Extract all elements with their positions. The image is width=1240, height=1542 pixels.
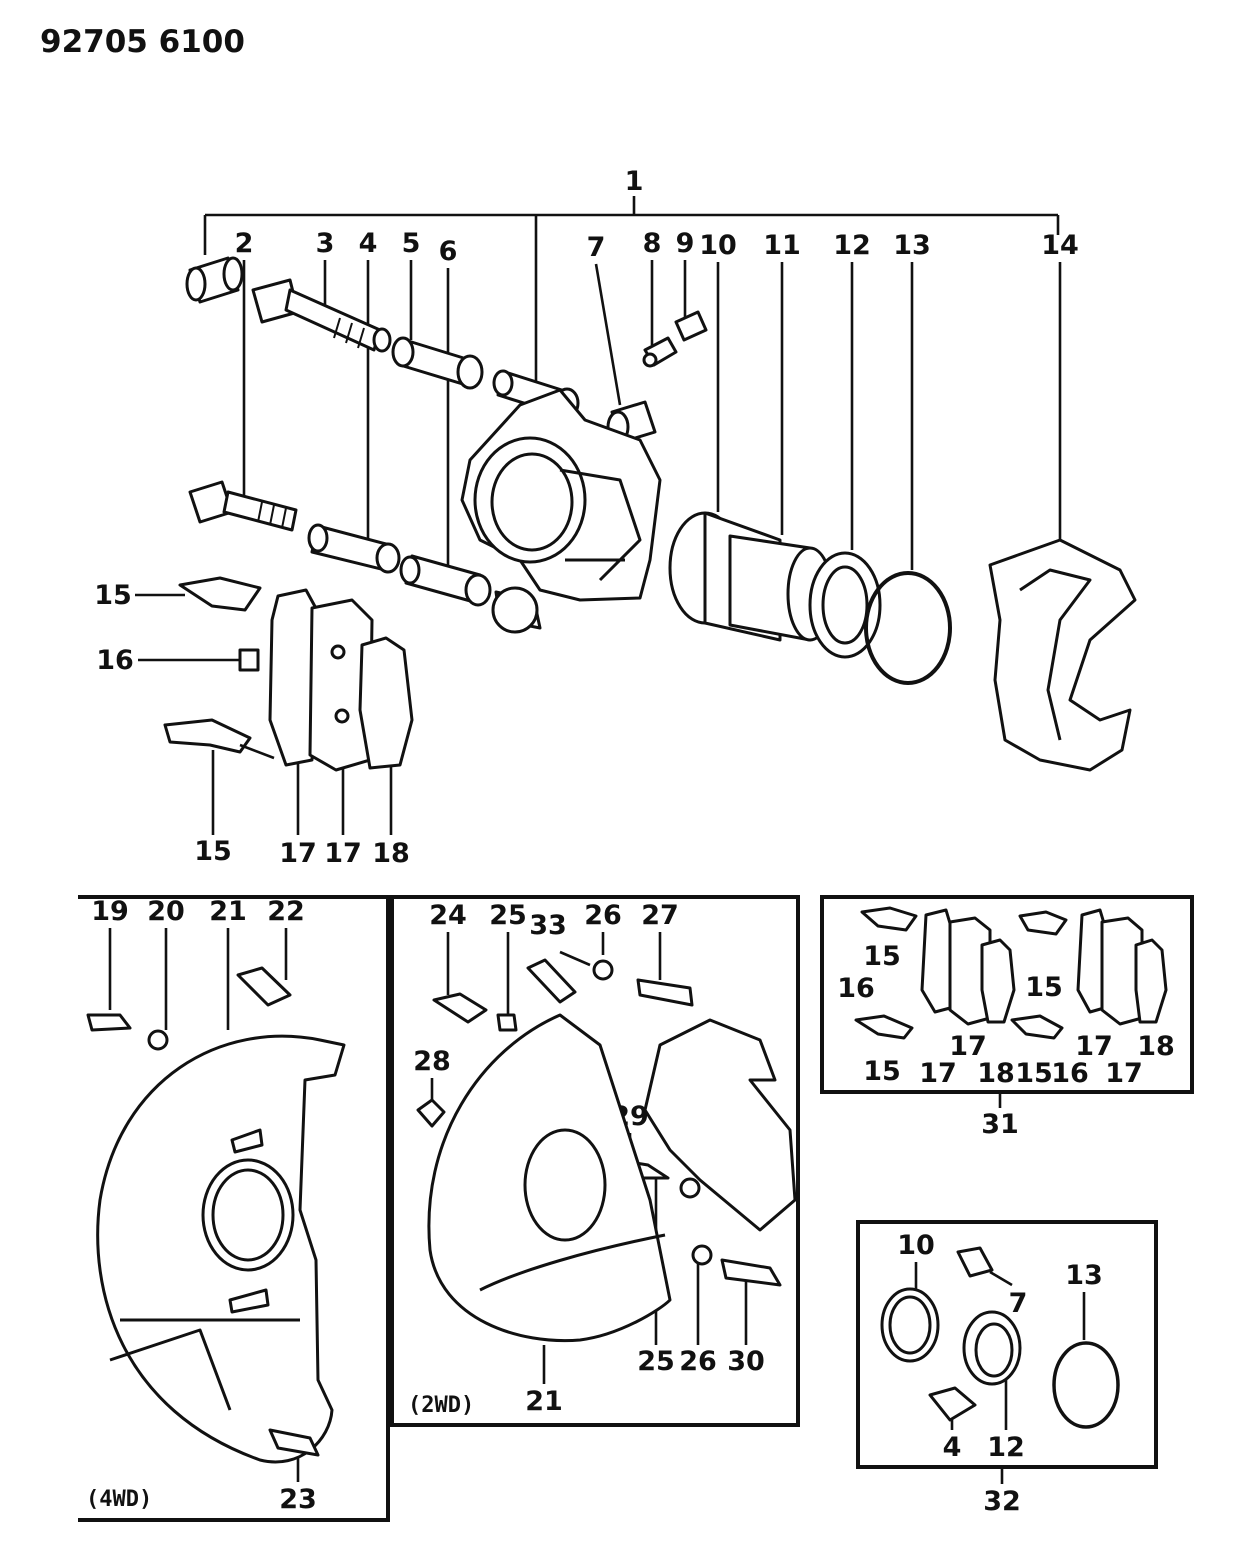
main-leader-lines: [135, 260, 1062, 835]
guide-pin-upper: [251, 278, 392, 353]
kit32-10: 10: [897, 1230, 935, 1261]
callout-14: 14: [1041, 230, 1079, 261]
brake-pad-outer: [358, 636, 414, 770]
callout-13: 13: [893, 230, 931, 261]
callout-10: 10: [699, 230, 737, 261]
callout-16: 16: [96, 645, 134, 676]
callout-28: 28: [413, 1046, 451, 1077]
callout-15-sensor: 15: [194, 836, 232, 867]
panel-2wd: (2WD) 24 25 33 26 27 28 29 25 26 30 21: [390, 895, 800, 1427]
kit31-17d: 17: [1105, 1058, 1143, 1089]
kit31-17c: 17: [1075, 1031, 1113, 1062]
callout-18: 18: [372, 838, 410, 869]
callout-4: 4: [359, 228, 378, 259]
callout-19: 19: [91, 896, 129, 927]
callout-21-2wd: 21: [525, 1386, 563, 1417]
callout-26-top: 26: [584, 900, 622, 931]
callout-11: 11: [763, 230, 801, 261]
slide-pin-lower: [491, 586, 542, 634]
bleeder-cap: [674, 310, 708, 342]
callout-17a: 17: [279, 838, 317, 869]
boot-small-lower: [307, 523, 401, 574]
callout-1: 1: [625, 166, 644, 197]
callout-6: 6: [439, 236, 458, 267]
callout-26-bottom: 26: [679, 1346, 717, 1377]
callout-27: 27: [641, 900, 679, 931]
piston-seal: [808, 551, 882, 659]
kit31-18a: 18: [977, 1058, 1015, 1089]
callout-17b: 17: [324, 838, 362, 869]
callout-24: 24: [429, 900, 467, 931]
seal-kit-panel: 32 10 7 13 4 12: [856, 1220, 1158, 1517]
kit31-17a: 17: [919, 1058, 957, 1089]
sleeve-lower: [399, 554, 492, 607]
callout-23: 23: [279, 1484, 317, 1515]
bushing-upper: [391, 336, 484, 390]
pad-clip-upper: [178, 576, 262, 612]
assembly-bracket: [203, 196, 1060, 400]
brake-pad-middle: [308, 598, 374, 772]
callout-15-clip: 15: [94, 580, 132, 611]
panel-4wd: (4WD) 19 20 21 22 23: [78, 895, 390, 1522]
kit32-12: 12: [987, 1432, 1025, 1463]
kit32-13: 13: [1065, 1260, 1103, 1291]
main-callouts: 1 2 3 4 5 6 7 8 9 10 11 12 13 14 15 16 1…: [94, 166, 1079, 869]
caliper-support-bracket: [988, 538, 1137, 772]
callout-9: 9: [676, 228, 695, 259]
pad-shim: [238, 648, 260, 672]
kit31-16a: 16: [837, 973, 875, 1004]
kit32-4: 4: [943, 1432, 962, 1463]
callout-33: 33: [529, 910, 567, 941]
guide-pin-lower: [188, 480, 298, 532]
callout-25-bottom: 25: [637, 1346, 675, 1377]
kit31-15d: 15: [1015, 1058, 1053, 1089]
wear-sensor-clip: [163, 718, 275, 760]
kit31-18b: 18: [1137, 1031, 1175, 1062]
diagram-number: 92705 6100: [40, 24, 245, 60]
callout-8: 8: [643, 228, 662, 259]
caliper-body: [460, 388, 662, 602]
brake-pad-inner: [268, 588, 320, 767]
callout-5: 5: [402, 228, 421, 259]
kit31-15b: 15: [1025, 972, 1063, 1003]
pad-kit-panel: 31 15 16 15 15 17 17 18 15 16 17 17 18: [820, 895, 1194, 1140]
callout-31: 31: [981, 1109, 1019, 1140]
retaining-ring: [864, 571, 952, 685]
caption-4wd: (4WD): [86, 1487, 152, 1512]
callout-3: 3: [316, 228, 335, 259]
callout-32: 32: [983, 1486, 1021, 1517]
callout-22: 22: [267, 896, 305, 927]
callout-7: 7: [587, 232, 606, 263]
callout-21-4wd: 21: [209, 896, 247, 927]
kit31-15a: 15: [863, 941, 901, 972]
callout-30: 30: [727, 1346, 765, 1377]
callout-25-top: 25: [489, 900, 527, 931]
callout-2: 2: [235, 228, 254, 259]
kit31-15c: 15: [863, 1056, 901, 1087]
bleeder-screw: [642, 336, 678, 368]
kit31-17b: 17: [949, 1031, 987, 1062]
boot-top-left: [185, 256, 244, 304]
callout-12: 12: [833, 230, 871, 261]
callout-20: 20: [147, 896, 185, 927]
kit32-7: 7: [1009, 1288, 1028, 1319]
kit31-16b: 16: [1051, 1058, 1089, 1089]
caption-2wd: (2WD): [408, 1393, 474, 1418]
